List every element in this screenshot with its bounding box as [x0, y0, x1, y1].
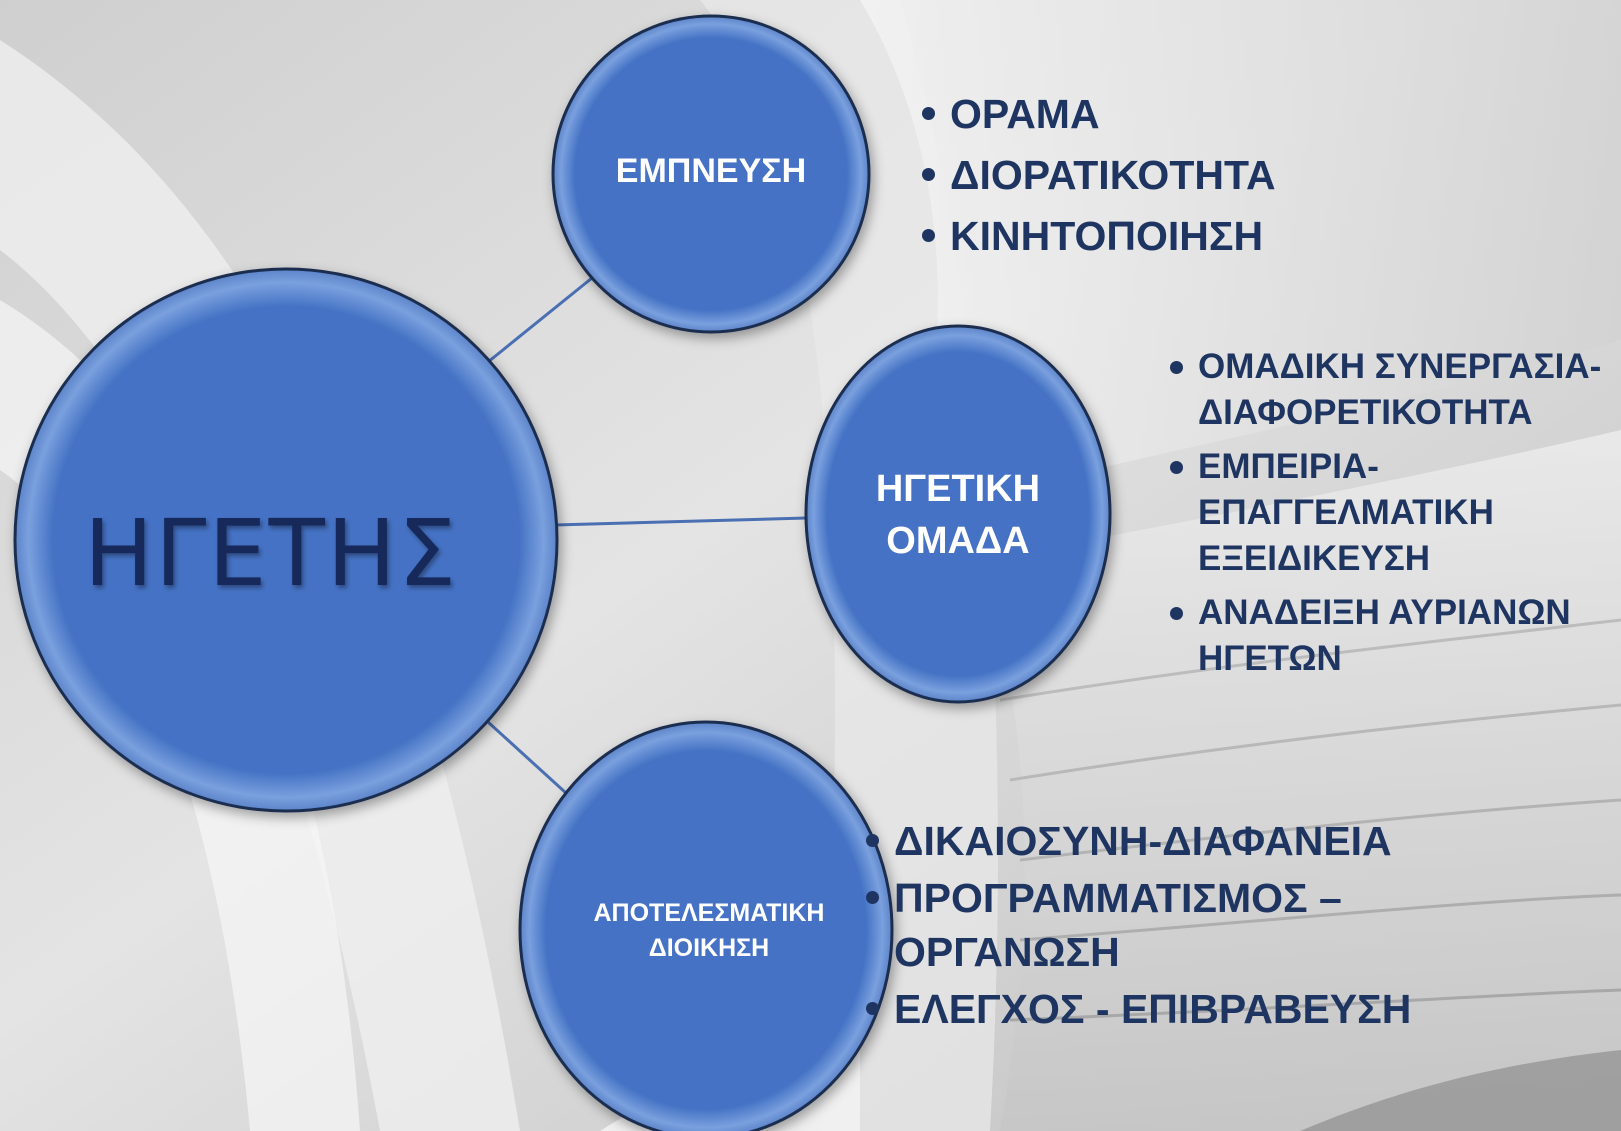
- center-node-label: ΗΓΕΤΗΣ: [84, 500, 459, 607]
- admin-node-label-line1: ΑΠΟΤΕΛΕΣΜΑΤΙΚΗ: [593, 899, 825, 927]
- admin-bullet-list: ΔΙΚΑΙΟΣΥΝΗ-ΔΙΑΦΑΝΕΙΑ ΠΡΟΓΡΑΜΜΑΤΙΣΜΟΣ – Ο…: [862, 814, 1411, 1039]
- admin-node-circle: [518, 720, 894, 1131]
- connector-admin: [486, 720, 568, 795]
- admin-bullet-item: ΕΛΕΓΧΟΣ - ΕΠΙΒΡΑΒΕΥΣΗ: [862, 982, 1411, 1036]
- team-bullet-list: ΟΜΑΔΙΚΗ ΣΥΝΕΡΓΑΣΙΑ- ΔΙΑΦΟΡΕΤΙΚΟΤΗΤΑ ΕΜΠΕ…: [1166, 344, 1601, 690]
- admin-bullet-item: ΔΙΚΑΙΟΣΥΝΗ-ΔΙΑΦΑΝΕΙΑ: [862, 814, 1411, 868]
- team-node-label: ΗΓΕΤΙΚΗ ΟΜΑΔΑ: [818, 463, 1098, 567]
- connector-team: [554, 516, 807, 527]
- admin-node-label-line2: ΔΙΟΙΚΗΣΗ: [648, 934, 770, 962]
- admin-bullet-item: ΠΡΟΓΡΑΜΜΑΤΙΣΜΟΣ – ΟΡΓΑΝΩΣΗ: [862, 871, 1411, 979]
- team-bullet-line: ΕΞΕΙΔΙΚΕΥΣΗ: [1198, 539, 1431, 578]
- admin-bullet-line: ΕΛΕΓΧΟΣ - ΕΠΙΒΡΑΒΕΥΣΗ: [894, 986, 1412, 1032]
- team-bullet-item: ΕΜΠΕΙΡΙΑ- ΕΠΑΓΓΕΛΜΑΤΙΚΗ ΕΞΕΙΔΙΚΕΥΣΗ: [1166, 444, 1601, 582]
- team-node-label-line2: ΟΜΑΔΑ: [886, 520, 1030, 562]
- team-bullet-line: ΕΠΑΓΓΕΛΜΑΤΙΚΗ: [1198, 493, 1494, 532]
- team-bullet-line: ΑΝΑΔΕΙΞΗ ΑΥΡΙΑΝΩΝ: [1198, 593, 1571, 632]
- admin-bullet-line: ΠΡΟΓΡΑΜΜΑΤΙΣΜΟΣ –: [894, 875, 1342, 921]
- team-bullet-line: ΗΓΕΤΩΝ: [1198, 639, 1342, 678]
- center-node-circle: [13, 267, 559, 813]
- team-bullet-item: ΑΝΑΔΕΙΞΗ ΑΥΡΙΑΝΩΝ ΗΓΕΤΩΝ: [1166, 590, 1601, 682]
- team-bullet-line: ΔΙΑΦΟΡΕΤΙΚΟΤΗΤΑ: [1198, 393, 1533, 432]
- team-bullet-line: ΕΜΠΕΙΡΙΑ-: [1198, 447, 1379, 486]
- inspiration-node-label: ΕΜΠΝΕΥΣΗ: [615, 152, 807, 190]
- team-node-circle: [804, 324, 1112, 704]
- admin-bullet-line: ΟΡΓΑΝΩΣΗ: [894, 929, 1120, 975]
- team-bullet-line: ΟΜΑΔΙΚΗ ΣΥΝΕΡΓΑΣΙΑ-: [1198, 347, 1602, 386]
- team-node-label-line1: ΗΓΕΤΙΚΗ: [875, 468, 1041, 510]
- inspiration-node-circle: [551, 14, 871, 334]
- inspiration-bullet-item: ΟΡΑΜΑ: [918, 84, 1276, 145]
- connector-inspiration: [487, 276, 593, 364]
- inspiration-bullet-item: ΚΙΝΗΤΟΠΟΙΗΣΗ: [918, 206, 1276, 267]
- admin-node-label: ΑΠΟΤΕΛΕΣΜΑΤΙΚΗ ΔΙΟΙΚΗΣΗ: [556, 896, 862, 966]
- admin-bullet-line: ΔΙΚΑΙΟΣΥΝΗ-ΔΙΑΦΑΝΕΙΑ: [894, 818, 1392, 864]
- team-bullet-item: ΟΜΑΔΙΚΗ ΣΥΝΕΡΓΑΣΙΑ- ΔΙΑΦΟΡΕΤΙΚΟΤΗΤΑ: [1166, 344, 1601, 436]
- inspiration-bullet-item: ΔΙΟΡΑΤΙΚΟΤΗΤΑ: [918, 145, 1276, 206]
- inspiration-bullet-list: ΟΡΑΜΑ ΔΙΟΡΑΤΙΚΟΤΗΤΑ ΚΙΝΗΤΟΠΟΙΗΣΗ: [918, 84, 1276, 267]
